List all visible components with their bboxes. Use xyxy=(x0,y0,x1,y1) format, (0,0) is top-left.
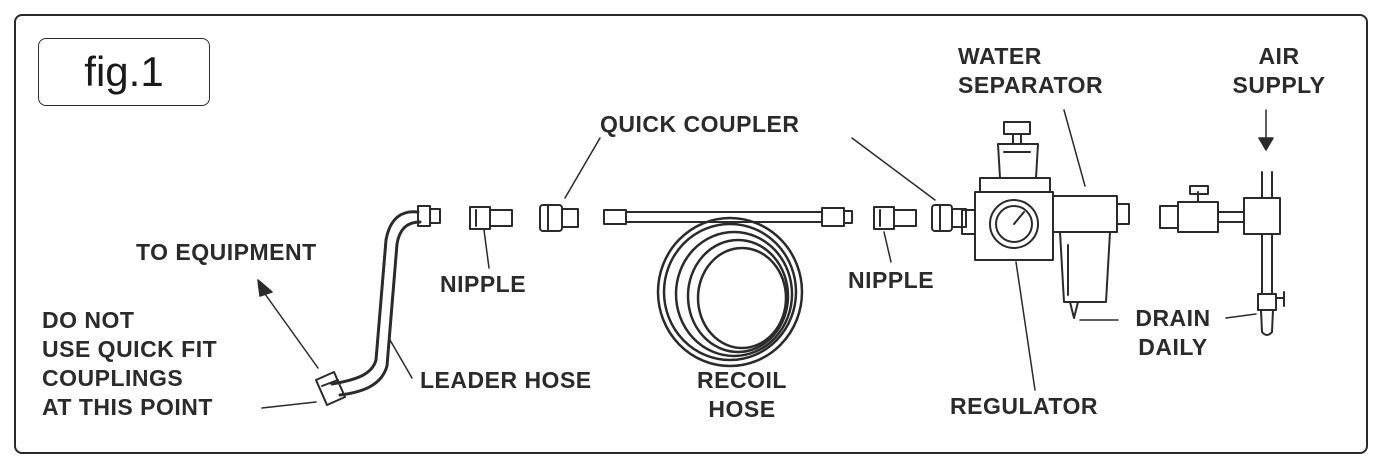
label-air-supply-line2: SUPPLY xyxy=(1232,72,1326,98)
regulator xyxy=(961,121,1054,261)
label-air-supply: AIR SUPPLY xyxy=(1224,42,1334,100)
quick-coupler-left xyxy=(539,204,579,232)
figure-label: fig.1 xyxy=(38,38,210,106)
water-separator xyxy=(1052,195,1130,319)
label-leader-hose: LEADER HOSE xyxy=(420,367,592,393)
figure-frame xyxy=(14,14,1368,454)
label-regulator: REGULATOR xyxy=(950,393,1099,419)
label-warning-line2: USE QUICK FIT xyxy=(42,336,218,362)
label-drain-daily-line2: DAILY xyxy=(1138,334,1208,360)
label-drain-daily-line1: DRAIN xyxy=(1135,305,1211,331)
quick-coupler-right xyxy=(931,204,967,232)
label-recoil-hose-line1: RECOIL xyxy=(697,367,787,393)
recoil-hose-coil xyxy=(656,216,804,368)
label-quick-coupler: QUICK COUPLER xyxy=(600,111,800,137)
label-nipple-left: NIPPLE xyxy=(440,271,527,297)
label-warning-line1: DO NOT xyxy=(42,307,135,333)
label-recoil-hose-line2: HOSE xyxy=(708,396,776,422)
fitting-warning-point xyxy=(315,371,346,406)
label-warning-line4: AT THIS POINT xyxy=(42,394,213,420)
label-recoil-hose: RECOIL HOSE xyxy=(682,366,802,424)
label-water-separator-line1: WATER xyxy=(958,43,1042,69)
label-to-equipment: TO EQUIPMENT xyxy=(136,239,317,265)
label-water-separator: WATER SEPARATOR xyxy=(958,42,1103,100)
nipple-left xyxy=(469,206,513,230)
leader-lines xyxy=(257,109,1274,409)
label-drain-daily: DRAIN DAILY xyxy=(1118,304,1228,362)
label-water-separator-line2: SEPARATOR xyxy=(958,72,1104,98)
label-air-supply-line1: AIR xyxy=(1258,43,1300,69)
label-warning-line3: COUPLINGS xyxy=(42,365,184,391)
air-supply-pipe xyxy=(1243,171,1285,336)
nipple-right xyxy=(873,206,917,230)
label-warning: DO NOT USE QUICK FIT COUPLINGS AT THIS P… xyxy=(42,306,217,422)
leader-hose xyxy=(330,205,441,397)
recoil-hose-line xyxy=(603,207,853,227)
label-nipple-right: NIPPLE xyxy=(848,267,935,293)
shutoff-valve xyxy=(1159,185,1245,233)
